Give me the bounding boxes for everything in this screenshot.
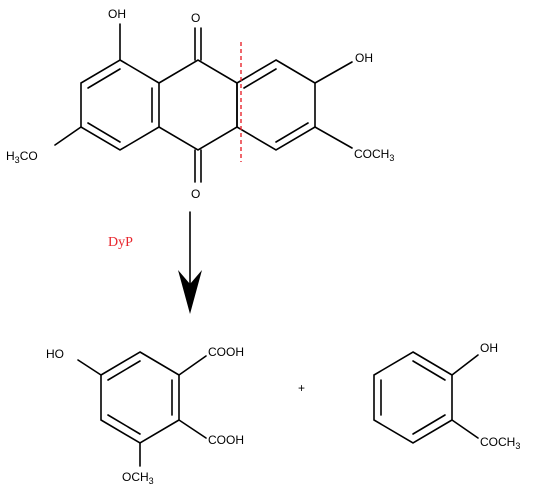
double-bond: [87, 68, 121, 89]
reactant-acetyl-label: COCH3: [354, 147, 394, 163]
acid-cooh-bottom-label: COOH: [208, 433, 244, 447]
acid-ring: [100, 351, 180, 444]
acid-methoxy-label: OCH3: [122, 470, 154, 486]
hydroxyl-bond: [77, 359, 102, 376]
acetyl-main: COCH: [354, 147, 389, 161]
reactant-o-bottom-label: O: [191, 187, 200, 201]
carboxyl-bond: [178, 355, 207, 376]
acetyl-bond: [314, 126, 353, 149]
product-dicarboxylic-acid: HO COOH COOH OCH3: [46, 345, 244, 486]
ketone-oh-label: OH: [480, 341, 498, 355]
carboxyl-bond: [178, 419, 207, 439]
acid-ho-label: HO: [46, 347, 64, 361]
acid-methoxy-subscript: 3: [149, 476, 154, 486]
reactant-oh-left-label: OH: [108, 7, 126, 21]
acid-methoxy-main: OCH: [122, 470, 149, 484]
ketone-acetyl-label: COCH3: [480, 435, 520, 451]
ketone-acetyl-subscript: 3: [515, 441, 520, 451]
reactant-methoxy-label: H3CO: [6, 149, 38, 165]
hydroxyl-bond: [451, 354, 479, 376]
reactant-right-ring: [236, 59, 316, 151]
methoxy-bond: [54, 126, 82, 146]
reactant-o-top-label: O: [191, 11, 200, 25]
double-bond: [412, 360, 446, 381]
ketone-acetyl-main: COCH: [480, 435, 515, 449]
hydroxyl-bond: [314, 61, 353, 84]
reactant-oh-right-label: OH: [355, 51, 373, 65]
double-bond: [87, 122, 121, 143]
reactant-anthraquinone: OH O O OH H3CO COCH3: [6, 7, 394, 201]
plus-sign: +: [298, 381, 305, 395]
acetyl-subscript: 3: [389, 153, 394, 163]
acid-cooh-top-label: COOH: [208, 345, 244, 359]
reaction-arrow: DyP: [108, 211, 202, 314]
acetyl-bond: [451, 419, 479, 439]
double-bond: [107, 414, 141, 435]
double-bond: [412, 414, 446, 435]
ketone-ring: [373, 351, 453, 444]
product-hydroxyacetophenone: OH COCH3: [373, 341, 520, 451]
reactant-left-ring: [80, 59, 160, 151]
double-bond: [107, 360, 141, 381]
reactant-central-ring: [158, 59, 238, 151]
enzyme-label: DyP: [108, 235, 133, 250]
methoxy-h: H: [6, 149, 15, 163]
double-bond: [275, 122, 309, 143]
methoxy-subscript: 3: [15, 155, 20, 165]
double-bond: [243, 68, 277, 89]
methoxy-co: CO: [20, 149, 38, 163]
arrow-head: [178, 270, 202, 314]
